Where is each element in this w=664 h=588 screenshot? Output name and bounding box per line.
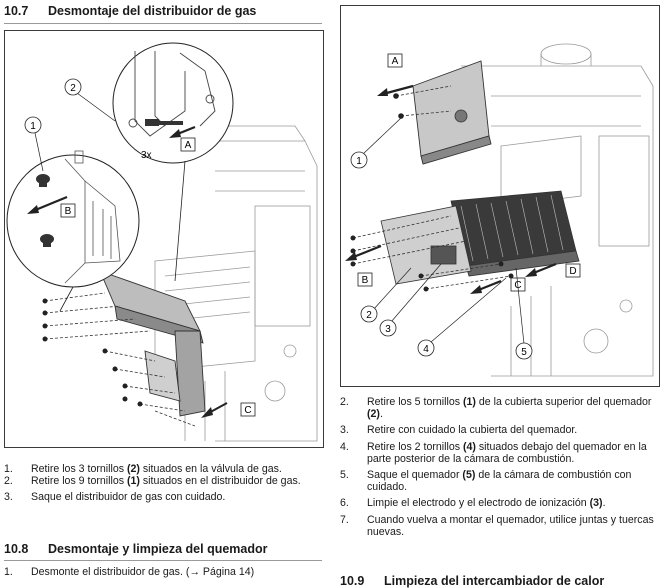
step-item: 3.Saque el distribuidor de gas con cuida… [4,491,226,504]
section-10-8-steps: 1.Desmonte el distribuidor de gas. (→ Pá… [4,566,320,578]
figure-gas-distributor: 2 1 3x A B C [4,30,324,448]
callout-2-label: 2 [70,83,76,94]
section-10-8-steps-continued: 2.Retire los 5 tornillos (1) de la cubie… [340,396,658,538]
step-item: 2.Retire los 9 tornillos (1) situados en… [4,475,301,488]
heading-rule [4,560,322,561]
section-title: Desmontaje y limpieza del quemador [48,542,268,556]
count-label: 3x [141,150,152,161]
step-item: 1.Retire los 3 tornillos (2) situados en… [4,463,282,475]
callout-3-label: 3 [385,324,391,335]
step-item: 3.Retire con cuidado la cubierta del que… [340,424,578,437]
callout-4-label: 4 [423,344,429,355]
section-10-9-heading: 10.9 Limpieza del intercambiador de calor [340,574,604,588]
callout-5-label: 5 [521,347,527,358]
step-item: 5.Saque el quemador (5) de la cámara de … [340,469,632,494]
step-item: 6.Limpie el electrodo y el electrodo de … [340,497,606,510]
section-10-7-steps: 1.Retire los 3 tornillos (2) situados en… [4,463,320,504]
callout-1-label: 1 [30,121,36,132]
section-number: 10.8 [4,542,29,556]
step-item: 2.Retire los 5 tornillos (1) de la cubie… [340,396,652,421]
letter-c-label: C [244,405,251,416]
section-title: Desmontaje del distribuidor de gas [48,4,257,18]
step-item: 1.Desmonte el distribuidor de gas. (→ Pá… [4,566,255,578]
section-number: 10.9 [340,574,365,588]
step-item: 7.Cuando vuelva a montar el quemador, ut… [340,513,654,538]
letter-d-label: D [569,266,576,277]
callout-1-label: 1 [356,156,362,167]
letter-a-label: A [185,140,192,151]
heading-rule [4,23,322,24]
burner-illustration: A B C D 1 2 3 4 5 [345,43,654,377]
step-item: 4.Retire los 2 tornillos (4) situados de… [340,440,647,465]
callout-2-label: 2 [366,310,372,321]
letter-b-label: B [65,206,72,217]
section-title: Limpieza del intercambiador de calor [384,574,605,588]
section-number: 10.7 [4,4,29,18]
letter-b-label: B [362,275,369,286]
section-10-8-heading: 10.8 Desmontaje y limpieza del quemador [4,542,268,556]
letter-a-label: A [392,56,399,67]
gas-distributor-illustration: 2 1 3x A B C [6,42,318,442]
section-10-7-heading: 10.7 Desmontaje del distribuidor de gas [4,4,256,18]
figure-burner: A B C D 1 2 3 4 5 [340,5,660,387]
